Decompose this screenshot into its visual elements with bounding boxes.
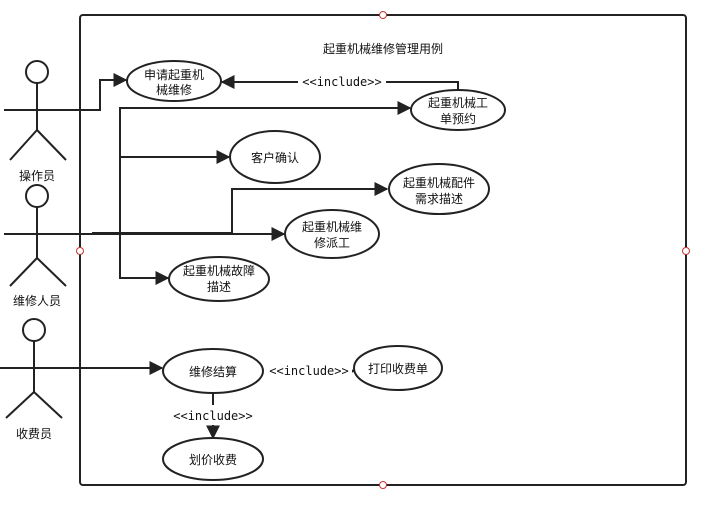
resize-handle-right[interactable] (682, 247, 690, 255)
usecase-customer-confirm[interactable]: 客户确认 (229, 130, 321, 184)
edge-repairer-parts[interactable] (92, 182, 389, 234)
actor-repairer-label: 维修人员 (13, 293, 61, 308)
usecase-dispatch-line2: 修派工 (314, 235, 350, 250)
usecase-work-order-line2: 单预约 (440, 111, 476, 126)
actor-operator[interactable]: 操作员 (4, 60, 70, 183)
usecase-dispatch[interactable]: 起重机械维 修派工 (284, 209, 380, 259)
include-label-2: <<include>> (269, 364, 348, 378)
edge-operator-fault[interactable] (119, 157, 170, 285)
usecase-dispatch-line1: 起重机械维 (302, 219, 362, 234)
usecase-customer-confirm-label: 客户确认 (251, 150, 299, 165)
usecase-fault-desc-line1: 起重机械故障 (183, 263, 255, 278)
usecase-parts-demand[interactable]: 起重机械配件 需求描述 (388, 163, 490, 215)
usecase-parts-demand-line2: 需求描述 (415, 192, 463, 206)
usecase-fault-desc[interactable]: 起重机械故障 描述 (168, 256, 270, 302)
usecase-print-receipt[interactable]: 打印收费单 (353, 345, 443, 391)
usecase-apply-repair-line2: 械维修 (156, 82, 192, 97)
actor-operator-label: 操作员 (19, 168, 55, 183)
usecase-pricing[interactable]: 划价收费 (162, 437, 264, 481)
usecase-apply-repair-line1: 申请起重机 (144, 68, 204, 82)
usecase-fault-desc-line2: 描述 (207, 280, 231, 294)
actor-repairer[interactable]: 维修人员 (4, 184, 70, 308)
usecase-apply-repair[interactable]: 申请起重机 械维修 (126, 60, 222, 102)
resize-handle-top[interactable] (379, 11, 387, 19)
actor-cashier[interactable]: 收费员 (0, 318, 68, 441)
usecase-settlement[interactable]: 维修结算 (162, 348, 264, 394)
resize-handle-left[interactable] (76, 247, 84, 255)
edges (68, 73, 459, 440)
resize-handle-bottom[interactable] (379, 481, 387, 489)
usecase-work-order[interactable]: 起重机械工 单预约 (410, 89, 506, 131)
usecase-parts-demand-line1: 起重机械配件 (403, 175, 475, 190)
usecase-print-receipt-label: 打印收费单 (368, 362, 428, 376)
usecase-settlement-label: 维修结算 (189, 364, 237, 379)
usecase-work-order-line1: 起重机械工 (428, 95, 488, 110)
actor-cashier-label: 收费员 (16, 427, 52, 441)
system-title: 起重机械维修管理用例 (323, 41, 443, 56)
include-label-3: <<include>> (173, 409, 252, 423)
usecase-pricing-label: 划价收费 (189, 453, 237, 467)
include-label-1: <<include>> (302, 75, 381, 89)
edge-operator-apply[interactable] (70, 73, 128, 111)
